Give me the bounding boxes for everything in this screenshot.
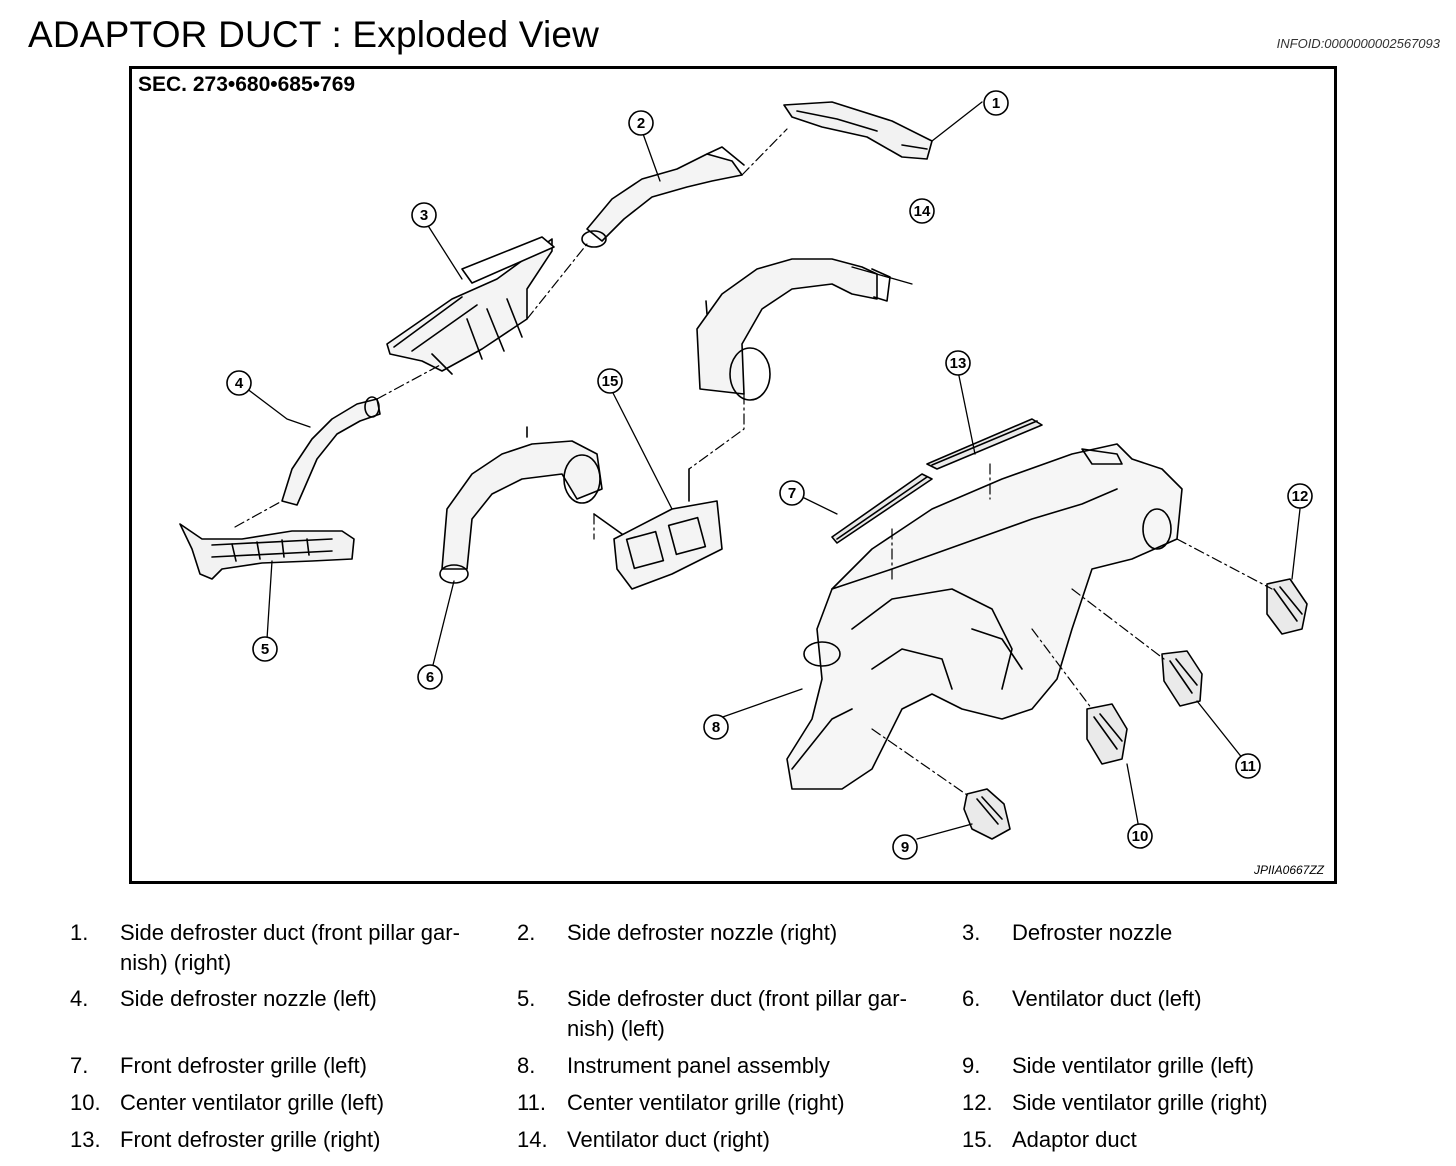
svg-text:11: 11 — [1240, 758, 1256, 775]
svg-text:15: 15 — [602, 373, 619, 390]
part-center-ventilator-grille-left — [1086, 703, 1128, 765]
legend-item: 7.Front defroster grille (left) — [70, 1053, 367, 1078]
callout-10: 10 — [1127, 823, 1153, 849]
exploded-view-drawing: 1 2 3 4 5 6 7 8 9 10 11 12 13 14 15 — [179, 90, 1313, 860]
callout-14: 14 — [909, 198, 935, 224]
part-side-ventilator-grille-left — [963, 788, 1011, 840]
part-ventilator-duct-right — [696, 258, 891, 401]
exploded-view-figure: 1 2 3 4 5 6 7 8 9 10 11 12 13 14 15 SEC.… — [129, 66, 1337, 884]
legend-item: 15.Adaptor duct — [962, 1127, 1137, 1152]
callout-12: 12 — [1287, 483, 1313, 509]
svg-text:4: 4 — [235, 375, 244, 392]
svg-text:10: 10 — [1132, 828, 1149, 845]
svg-text:12: 12 — [1292, 488, 1309, 505]
callout-9: 9 — [892, 834, 918, 860]
assembly-lines — [234, 128, 1273, 798]
callout-8: 8 — [703, 714, 729, 740]
page-title: ADAPTOR DUCT : Exploded View — [28, 14, 600, 55]
svg-text:2: 2 — [637, 115, 645, 132]
part-side-defroster-nozzle-left — [281, 396, 381, 506]
svg-text:5: 5 — [261, 641, 269, 658]
legend-item: 2.Side defroster nozzle (right) — [517, 920, 838, 945]
leader-lines — [241, 101, 1301, 840]
callout-15: 15 — [597, 368, 623, 394]
legend-item: 10.Center ventilator grille (left) — [70, 1090, 385, 1115]
legend-item: 1.Side defroster duct (front pillar gar-… — [70, 920, 460, 975]
callout-6: 6 — [417, 664, 443, 690]
part-instrument-panel-assembly — [786, 443, 1183, 790]
svg-text:6: 6 — [426, 669, 434, 686]
svg-text:7: 7 — [788, 485, 796, 502]
part-defroster-nozzle — [386, 236, 555, 375]
part-ventilator-duct-left — [439, 426, 603, 584]
part-front-defroster-grille-right — [926, 418, 1043, 470]
callout-2: 2 — [628, 110, 654, 136]
svg-text:1: 1 — [992, 95, 1000, 112]
legend-item: 14.Ventilator duct (right) — [517, 1127, 770, 1152]
legend-item: 6.Ventilator duct (left) — [962, 986, 1202, 1011]
legend-item: 5.Side defroster duct (front pillar gar-… — [517, 986, 907, 1041]
figure-code: JPIIA0667ZZ — [1253, 863, 1324, 877]
legend-item: 11.Center ventilator grille (right) — [517, 1090, 845, 1115]
callouts: 1 2 3 4 5 6 7 8 9 10 11 12 13 14 15 — [226, 90, 1313, 860]
info-id: INFOID:0000000002567093 — [1276, 36, 1440, 51]
callout-4: 4 — [226, 370, 252, 396]
legend-item: 12.Side ventilator grille (right) — [962, 1090, 1268, 1115]
part-side-defroster-nozzle-right — [581, 146, 745, 248]
callout-5: 5 — [252, 636, 278, 662]
section-label: SEC. 273•680•685•769 — [138, 73, 356, 96]
svg-text:9: 9 — [901, 839, 909, 856]
legend-item: 8.Instrument panel assembly — [517, 1053, 830, 1078]
legend-item: 4.Side defroster nozzle (left) — [70, 986, 377, 1011]
part-side-defroster-duct-right — [783, 101, 933, 160]
part-side-defroster-duct-left — [179, 523, 355, 580]
callout-7: 7 — [779, 480, 805, 506]
legend-item: 13.Front defroster grille (right) — [70, 1127, 381, 1152]
svg-text:8: 8 — [712, 719, 720, 736]
legend-item: 3.Defroster nozzle — [962, 920, 1173, 945]
callout-1: 1 — [983, 90, 1009, 116]
callout-3: 3 — [411, 202, 437, 228]
part-adaptor-duct — [593, 468, 723, 590]
part-center-ventilator-grille-right — [1161, 650, 1203, 707]
part-front-defroster-grille-left — [831, 473, 933, 544]
svg-text:14: 14 — [914, 203, 931, 220]
part-side-ventilator-grille-right — [1266, 578, 1308, 635]
svg-text:3: 3 — [420, 207, 428, 224]
callout-11: 11 — [1235, 753, 1261, 779]
svg-text:13: 13 — [950, 355, 967, 372]
legend-item: 9.Side ventilator grille (left) — [962, 1053, 1255, 1078]
callout-13: 13 — [945, 350, 971, 376]
